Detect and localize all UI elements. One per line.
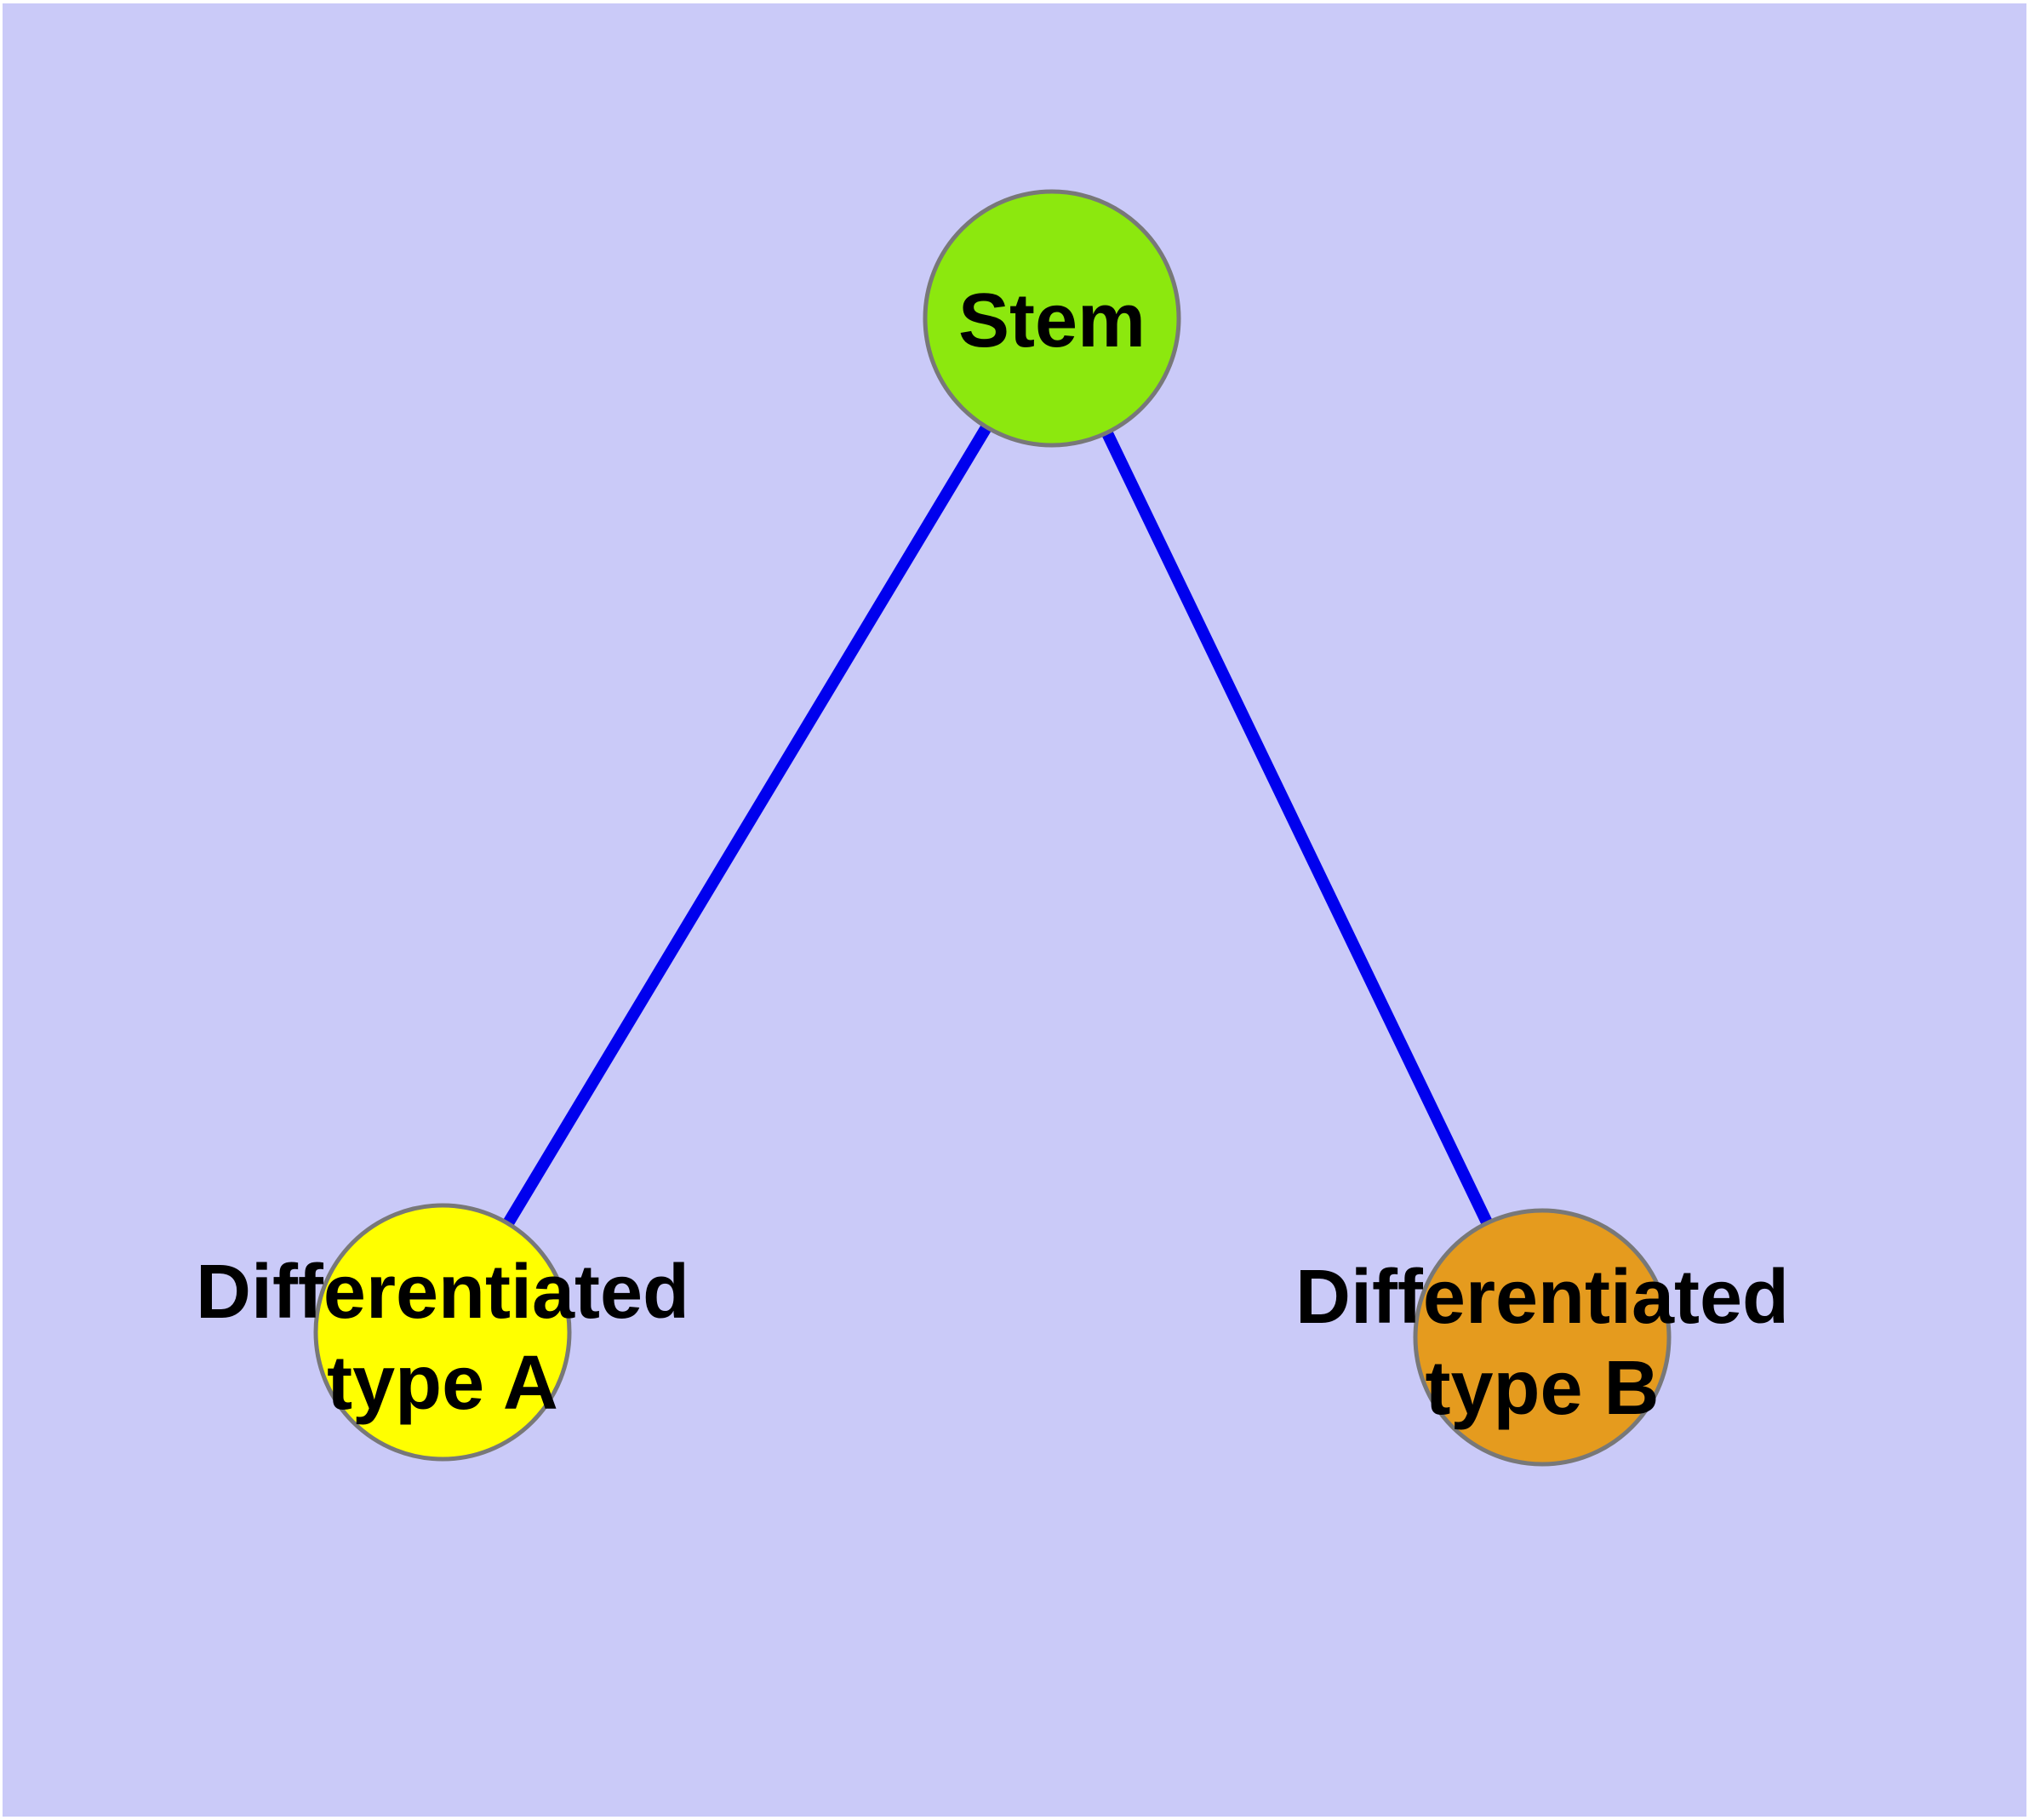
node-stem-circle [923, 189, 1181, 448]
node-differentiated-type-b-label-line2: type B [1425, 1346, 1659, 1431]
node-differentiated-type-a-circle [313, 1203, 572, 1462]
node-differentiated-type-a-label-line1: Differentiated [196, 1250, 689, 1335]
node-differentiated-type-a: Differentiated type A [196, 1203, 689, 1462]
node-differentiated-type-b-circle [1413, 1208, 1672, 1467]
node-stem-label: Stem [958, 278, 1146, 363]
edge-stem-to-type-a [437, 315, 1057, 1336]
node-stem: Stem [923, 189, 1181, 448]
node-differentiated-type-b: Differentiated type B [1295, 1208, 1789, 1467]
node-differentiated-type-a-label-line2: type A [327, 1341, 558, 1426]
edge-stem-to-type-b [1046, 315, 1548, 1341]
node-differentiated-type-b-label-line1: Differentiated [1295, 1255, 1789, 1340]
